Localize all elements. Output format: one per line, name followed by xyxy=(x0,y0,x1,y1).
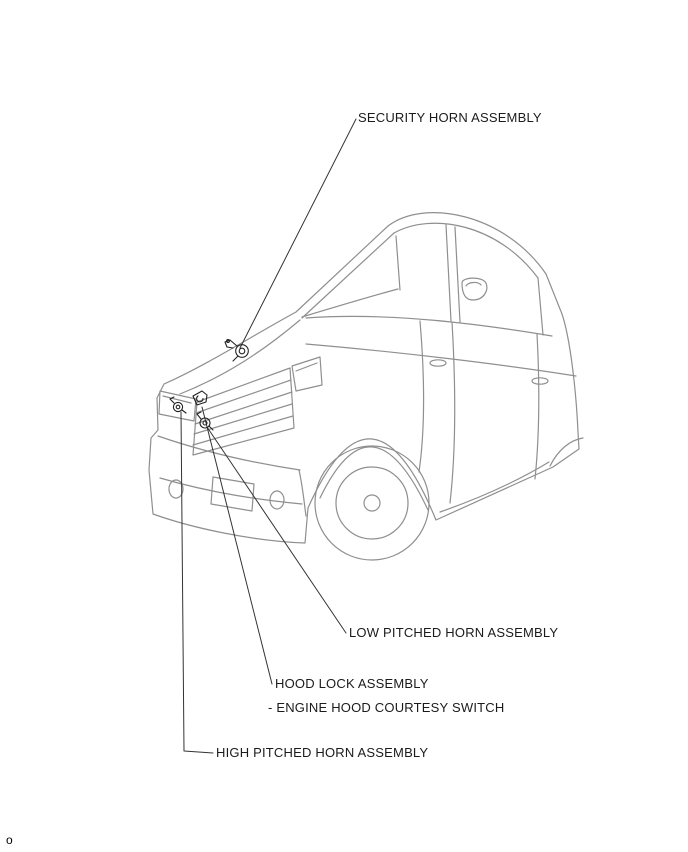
a-pillar xyxy=(301,232,395,319)
bumper-lower-line xyxy=(159,477,303,505)
side-mirror-inner xyxy=(465,281,482,287)
license-plate xyxy=(210,476,255,512)
hood-lock-icon xyxy=(192,390,208,406)
body-character-line xyxy=(305,343,577,377)
rear-wheel-arch xyxy=(549,437,584,467)
vehicle-line-art xyxy=(148,212,584,561)
security-horn-leader xyxy=(239,118,357,349)
roof-drip-line xyxy=(393,222,539,279)
left-headlight-inner xyxy=(162,395,192,404)
security-horn-label: SECURITY HORN ASSEMBLY xyxy=(358,110,542,125)
high-pitched-horn-label: HIGH PITCHED HORN ASSEMBLY xyxy=(216,745,429,760)
hood-line xyxy=(179,319,301,395)
right-headlight-inner xyxy=(295,362,318,372)
grille-slat-4 xyxy=(192,415,294,446)
front-hub xyxy=(363,494,381,512)
cowl-line xyxy=(301,288,399,318)
rocker-line xyxy=(439,461,550,513)
security-horn-icon xyxy=(224,339,249,362)
grille-slat-1 xyxy=(195,379,292,414)
front-tire xyxy=(314,445,430,561)
front-door-rear-seam xyxy=(449,321,456,504)
grille-outline xyxy=(192,367,295,456)
low-pitched-horn-icon xyxy=(196,411,214,431)
engine-hood-courtesy-switch-label: - ENGINE HOOD COURTESY SWITCH xyxy=(268,700,505,715)
rear-door-rear-seam xyxy=(534,333,540,480)
hood-lock-label: HOOD LOCK ASSEMBLY xyxy=(275,676,429,691)
windshield-far-pillar xyxy=(395,235,401,291)
b-pillar-2 xyxy=(454,226,461,323)
high-pitched-horn-leader xyxy=(180,411,214,754)
high-pitched-horn-icon xyxy=(169,396,187,414)
front-fender-lip xyxy=(319,446,429,511)
hood-lock-leader xyxy=(201,406,273,685)
front-door-handle xyxy=(429,359,447,367)
vehicle-body-outline xyxy=(148,212,580,544)
grille-slat-2 xyxy=(194,391,293,425)
rear-door-handle xyxy=(531,377,549,385)
left-fog-lamp xyxy=(168,479,184,499)
right-fog-lamp xyxy=(269,490,285,510)
front-rim xyxy=(335,466,409,540)
side-mirror xyxy=(461,277,488,301)
beltline xyxy=(305,315,553,337)
left-headlight xyxy=(158,390,197,422)
quarter-window-divider xyxy=(537,277,544,336)
bumper-corner-line xyxy=(298,469,307,517)
bumper-upper-line xyxy=(157,435,301,471)
b-pillar xyxy=(445,224,452,322)
front-door-front-seam xyxy=(418,320,425,473)
page-marker: o xyxy=(6,833,13,847)
low-pitched-horn-leader xyxy=(206,426,347,634)
grille-slat-3 xyxy=(193,403,293,435)
low-pitched-horn-label: LOW PITCHED HORN ASSEMBLY xyxy=(349,625,559,640)
leader-lines xyxy=(180,118,357,754)
right-headlight xyxy=(291,356,323,392)
